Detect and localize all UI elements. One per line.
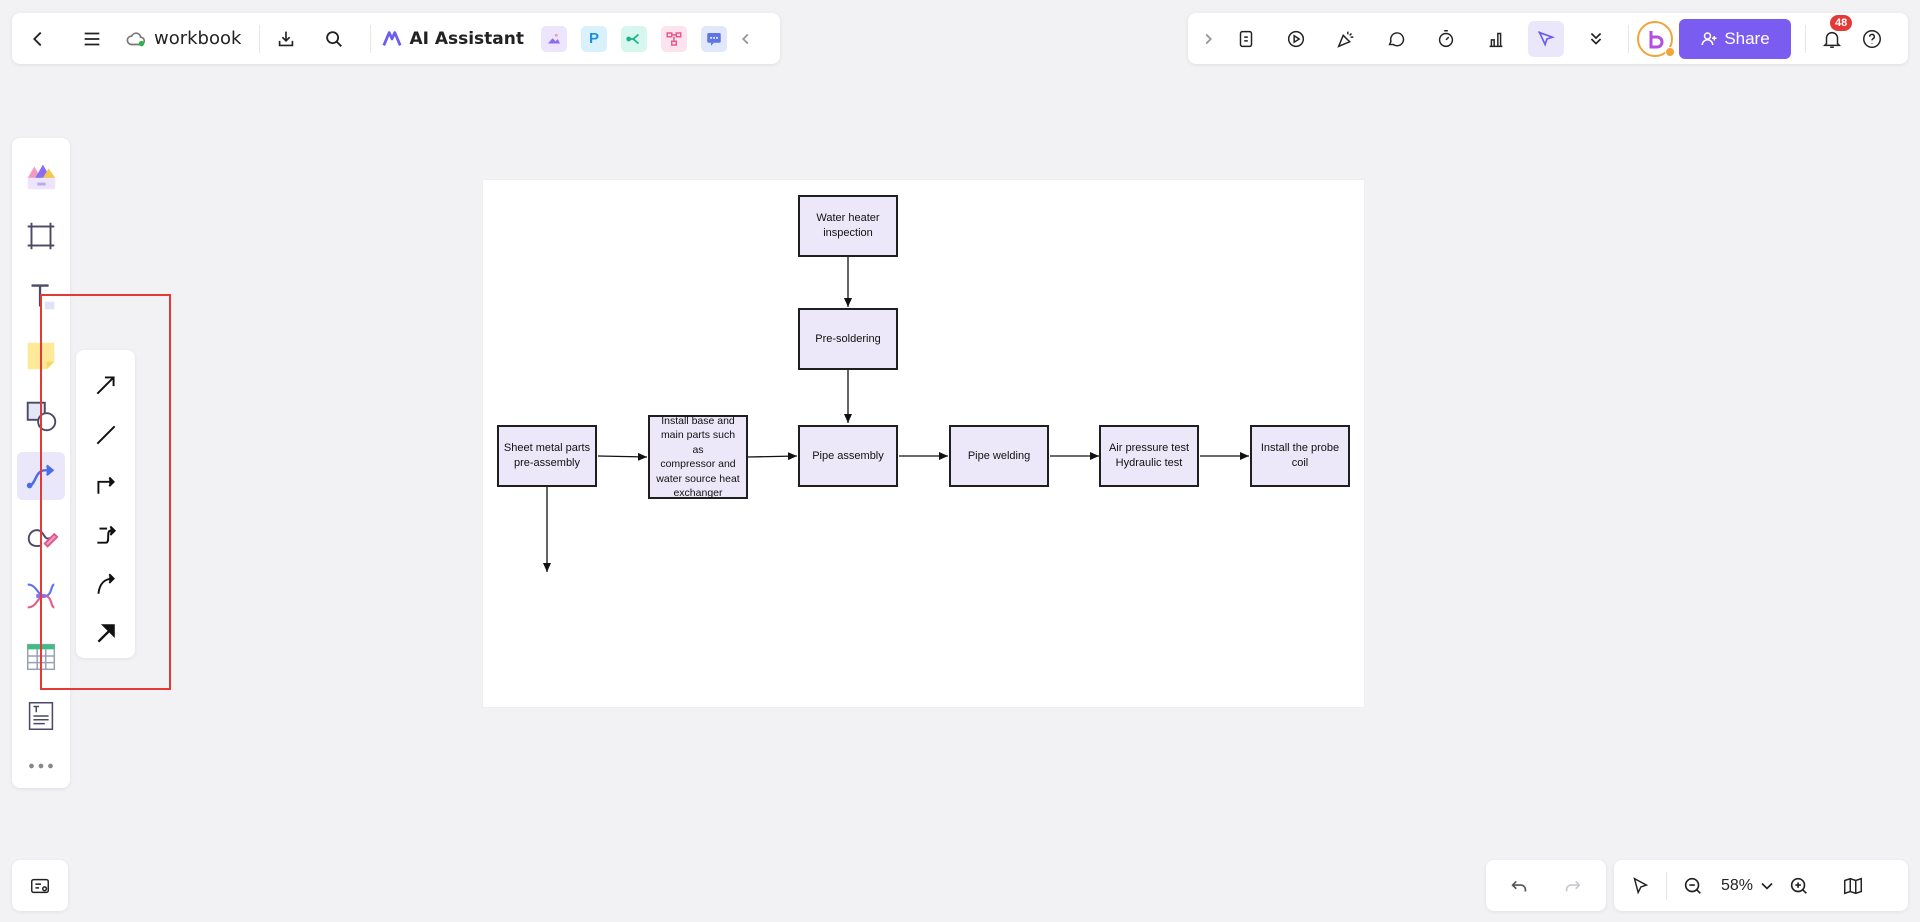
- comment-icon[interactable]: [1378, 21, 1414, 57]
- zoom-level[interactable]: 58%: [1721, 876, 1754, 894]
- vote-icon[interactable]: [1478, 21, 1514, 57]
- toolbar-divider: [1666, 871, 1667, 900]
- collapse-chevron-icon[interactable]: [734, 21, 758, 57]
- toolbar-divider: [1628, 24, 1629, 53]
- straight-line-icon[interactable]: [86, 415, 126, 455]
- connector-layer: [543, 257, 1249, 572]
- more-double-chevron-icon[interactable]: [1578, 21, 1614, 57]
- node-pipe-welding[interactable]: Pipe welding: [949, 425, 1049, 487]
- zoom-dropdown-chevron-icon[interactable]: [1757, 868, 1777, 904]
- undo-icon[interactable]: [1501, 868, 1537, 904]
- expand-chevron-icon[interactable]: [1196, 21, 1220, 57]
- flowchart-app-icon[interactable]: [661, 25, 688, 52]
- connector-type-menu: [76, 350, 135, 658]
- chat-app-icon[interactable]: [701, 25, 728, 52]
- pen-tool-icon[interactable]: [17, 512, 65, 560]
- presentation-app-icon[interactable]: P: [581, 25, 608, 52]
- template-icon[interactable]: [1228, 21, 1264, 57]
- bottom-left-panel: [12, 860, 68, 911]
- ai-assistant-logo-icon[interactable]: [379, 21, 405, 57]
- node-sheet-metal-pre-assembly[interactable]: Sheet metal parts pre-assembly: [497, 425, 597, 487]
- node-pressure-test[interactable]: Air pressure test Hydraulic test: [1099, 425, 1199, 487]
- ai-templates-icon[interactable]: [17, 152, 65, 200]
- connector-installbase-pipeassembly[interactable]: [747, 452, 798, 461]
- sticky-note-icon[interactable]: [17, 332, 65, 380]
- left-toolbar: [12, 138, 70, 788]
- document-tool-icon[interactable]: [17, 692, 65, 740]
- redo-icon[interactable]: [1555, 868, 1591, 904]
- table-tool-icon[interactable]: [17, 632, 65, 680]
- top-toolbar-left: workbook AI Assistant P: [12, 13, 780, 64]
- cloud-sync-icon: [122, 21, 150, 57]
- text-tool-icon[interactable]: [17, 272, 65, 320]
- download-icon[interactable]: [268, 21, 304, 57]
- cursor-follow-icon[interactable]: [1528, 20, 1564, 57]
- toolbar-divider: [1805, 24, 1806, 53]
- image-app-icon[interactable]: [541, 25, 568, 52]
- mindmap-tool-icon[interactable]: [17, 572, 65, 620]
- present-play-icon[interactable]: [1278, 21, 1314, 57]
- notification-badge: 48: [1830, 14, 1853, 31]
- avatar-status-dot: [1665, 46, 1675, 57]
- toolbar-divider: [259, 24, 261, 53]
- bold-arrow-icon[interactable]: [86, 613, 126, 653]
- app-tiles: P: [534, 25, 734, 52]
- step-curve-arrow-icon[interactable]: [86, 514, 126, 554]
- timer-icon[interactable]: [1428, 21, 1464, 57]
- frame-icon[interactable]: [17, 212, 65, 260]
- select-cursor-icon[interactable]: [1622, 868, 1658, 904]
- shapes-icon[interactable]: [17, 392, 65, 440]
- back-chevron-icon[interactable]: [20, 21, 56, 57]
- elbow-arrow-icon[interactable]: [86, 464, 126, 504]
- add-user-icon: [1701, 31, 1717, 45]
- share-label: Share: [1724, 28, 1770, 48]
- connector-tool-icon[interactable]: [17, 452, 65, 500]
- map-view-icon[interactable]: [1835, 868, 1871, 904]
- celebrate-icon[interactable]: [1328, 21, 1364, 57]
- notification-bell-icon[interactable]: 48: [1814, 14, 1853, 57]
- zoom-out-icon[interactable]: [1675, 868, 1711, 904]
- toolbar-divider: [370, 24, 372, 53]
- avatar[interactable]: [1637, 20, 1675, 57]
- straight-arrow-icon[interactable]: [86, 365, 126, 405]
- whiteboard-canvas[interactable]: Water heater inspection Pre-soldering Sh…: [483, 180, 1364, 707]
- node-pre-soldering[interactable]: Pre-soldering: [798, 308, 898, 370]
- menu-icon[interactable]: [74, 21, 110, 57]
- node-install-probe-coil[interactable]: Install the probe coil: [1250, 425, 1350, 487]
- share-button[interactable]: Share: [1679, 18, 1791, 59]
- mindmap-app-icon[interactable]: [621, 25, 648, 52]
- top-toolbar-right: Share 48: [1188, 13, 1908, 64]
- canvas-settings-icon[interactable]: [22, 868, 58, 904]
- search-icon[interactable]: [316, 21, 352, 57]
- ai-assistant-label[interactable]: AI Assistant: [409, 28, 525, 49]
- more-tools-icon[interactable]: [17, 752, 65, 780]
- connector-sheetmetal-installbase[interactable]: [597, 452, 648, 461]
- document-title[interactable]: workbook: [154, 28, 242, 49]
- curved-arrow-icon[interactable]: [86, 564, 126, 604]
- undo-redo-panel: [1486, 860, 1606, 911]
- node-install-base[interactable]: Install base and main parts such as comp…: [648, 415, 748, 499]
- node-water-heater-inspection[interactable]: Water heater inspection: [798, 195, 898, 257]
- zoom-panel: 58%: [1614, 860, 1908, 911]
- help-icon[interactable]: [1854, 21, 1890, 57]
- node-pipe-assembly[interactable]: Pipe assembly: [798, 425, 898, 487]
- zoom-in-icon[interactable]: [1781, 868, 1817, 904]
